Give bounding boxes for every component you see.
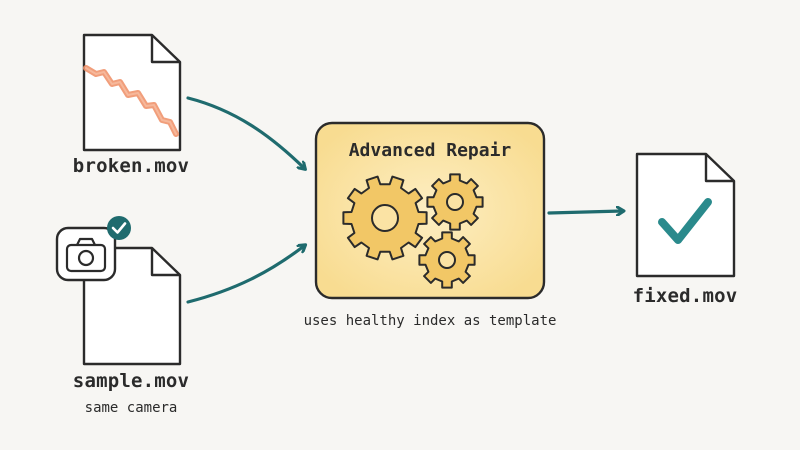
sample-file-label: sample.mov [72, 370, 190, 392]
arrow-broken-to-repair [186, 96, 304, 168]
camera-icon [55, 226, 117, 282]
arrow-repair-to-fixed [547, 211, 622, 213]
fixed-file-label: fixed.mov [632, 285, 738, 307]
gear-small-bottom-hole [438, 251, 456, 269]
process-title: Advanced Repair [348, 140, 512, 161]
process-caption: uses healthy index as template [303, 313, 557, 329]
checkmark-icon [658, 198, 712, 244]
broken-file-icon [82, 33, 182, 152]
gear-small-top-hole [446, 193, 464, 211]
check-badge-icon [107, 216, 131, 240]
gears-icon [342, 173, 484, 289]
fixed-file-icon [635, 152, 736, 278]
arrow-sample-to-repair [186, 246, 304, 304]
sample-file-sublabel: same camera [84, 400, 178, 416]
gear-large-hole [371, 204, 399, 232]
broken-file-label: broken.mov [72, 155, 190, 177]
